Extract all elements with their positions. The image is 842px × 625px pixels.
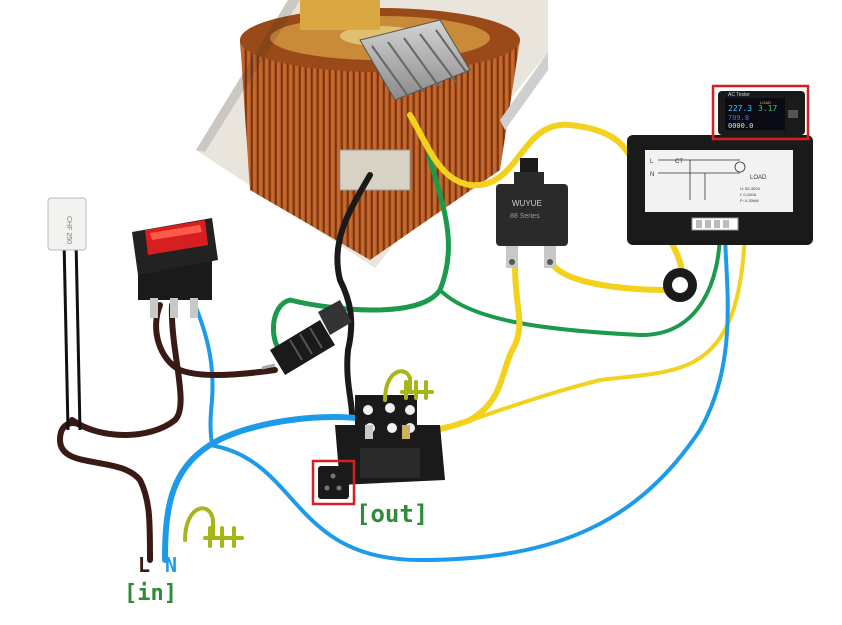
output-label: [out] [356,500,428,528]
wire-yellow-out [402,262,523,435]
panel-label-n: N [650,172,654,178]
ground-symbol-in-icon [183,506,244,548]
panel-spec-1: U: 50-300V [740,186,761,191]
meter-current: 3.17 [758,104,777,113]
meter-title: AC Tester [728,92,750,98]
wire-black [334,172,373,418]
socket-highlight-box [311,459,356,506]
breaker-brand: WUYUE [512,199,542,208]
transformer-icon [196,0,548,268]
wire-yellow-ct [547,257,671,293]
wire-green [270,147,451,353]
neutral-label: N [165,553,177,577]
meter-panel: L N CT LOAD U: 50-300V I: 0-100A P: 0-30… [627,135,813,245]
wire-brown-tfuse [69,302,184,438]
brush-heatsink-icon [359,19,471,101]
svg-text:CHF 250: CHF 250 [65,216,72,244]
wire-blue-switch [193,303,215,447]
rocker-switch-icon [132,218,218,318]
panel-spec-2: I: 0-100A [740,192,757,197]
breaker-model: 88 Series [510,213,540,220]
wire-brown-in [57,420,153,563]
socket-thumbnail-icon [311,459,356,506]
wire-yellow-meter [403,228,747,442]
panel-label-l: L [650,159,654,165]
meter-highlight-box [711,84,810,141]
ground-symbol-icon [383,369,434,402]
fuse-holder-icon [261,300,352,375]
wire-blue-long [208,228,730,562]
circuit-breaker-icon: WUYUE 88 Series [496,158,568,268]
ac-meter-icon: AC Tester 227.3 3.17 LOAD 709.8 0000.0 [711,84,810,141]
socket-icon [335,395,445,485]
input-label: [in] [124,581,177,606]
thermal-fuse-icon: CHF 250 [47,197,87,431]
panel-load-label: LOAD [750,175,767,181]
meter-energy: 0000.0 [728,122,753,130]
meter-load-tag: LOAD [760,100,771,105]
panel-spec-3: P: 0-30kW [740,198,759,203]
meter-voltage: 227.3 [728,104,752,113]
wire-green-meter [438,228,722,338]
panel-label-ct: CT [675,159,683,165]
meter-power: 709.8 [728,114,749,122]
current-transformer-icon [663,268,697,302]
line-label: L [138,553,150,577]
